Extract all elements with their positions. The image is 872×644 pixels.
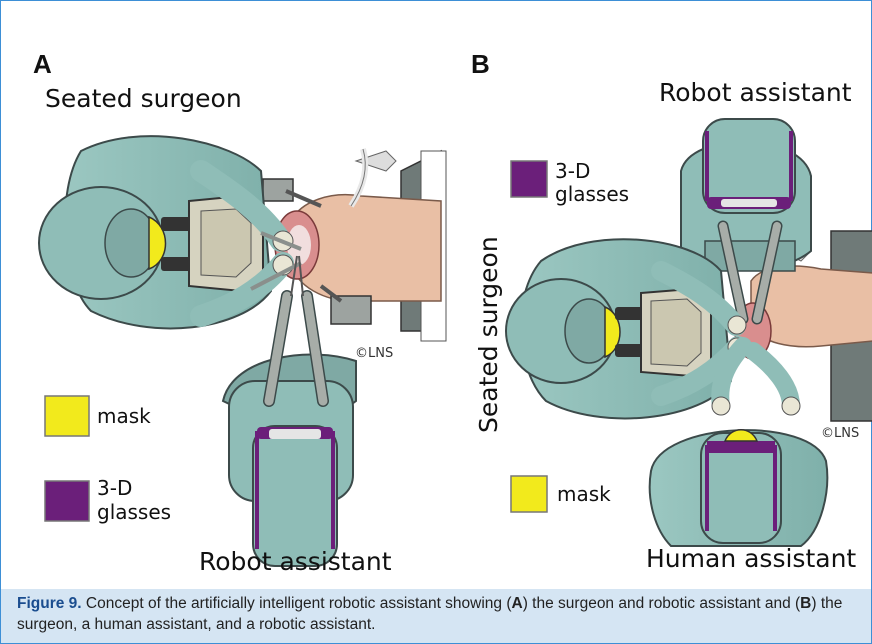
legend-glasses-swatch-b xyxy=(511,161,547,197)
caption-lead: Figure 9. xyxy=(17,595,82,612)
caption-b: B xyxy=(800,595,811,612)
panel-a-label-seated-surgeon: Seated surgeon xyxy=(45,84,242,113)
caption-a: A xyxy=(512,595,523,612)
panel-a: A Seated surgeon xyxy=(33,49,446,576)
panel-a-copyright: ©LNS xyxy=(355,346,393,361)
panel-b: B Robot assistant 3-D glasses Seated sur… xyxy=(471,49,872,573)
panel-a-legend: mask 3-D glasses xyxy=(45,396,171,524)
legend-mask-label-b: mask xyxy=(557,482,611,506)
legend-glasses-swatch-a xyxy=(45,481,89,521)
panel-b-label-seated-surgeon: Seated surgeon xyxy=(474,236,503,433)
figure-caption: Figure 9. Concept of the artificially in… xyxy=(1,589,871,643)
panel-b-label-human-assistant: Human assistant xyxy=(646,544,856,573)
caption-part2: ) the surgeon and robotic assistant and … xyxy=(523,595,800,612)
legend-mask-swatch-a xyxy=(45,396,89,436)
legend-glasses-label-a-line2: glasses xyxy=(97,500,171,524)
legend-glasses-label-b-line1: 3-D xyxy=(555,159,590,183)
panel-a-label-robot-assistant: Robot assistant xyxy=(199,547,392,576)
seated-surgeon-a xyxy=(39,136,301,328)
panel-a-letter: A xyxy=(33,49,52,79)
figure-illustration: A Seated surgeon xyxy=(1,1,872,589)
caption-part1: Concept of the artificially intelligent … xyxy=(82,595,512,612)
legend-mask-swatch-b xyxy=(511,476,547,512)
panel-b-legend-glasses: 3-D glasses xyxy=(511,159,629,206)
legend-glasses-label-b-line2: glasses xyxy=(555,182,629,206)
seated-surgeon-b xyxy=(506,239,746,418)
legend-glasses-label-a-line1: 3-D xyxy=(97,476,132,500)
panel-b-copyright: ©LNS xyxy=(821,426,859,441)
legend-mask-label-a: mask xyxy=(97,404,151,428)
panel-b-letter: B xyxy=(471,49,490,79)
panel-b-legend-mask: mask xyxy=(511,476,611,512)
panel-b-label-robot-assistant: Robot assistant xyxy=(659,78,852,107)
